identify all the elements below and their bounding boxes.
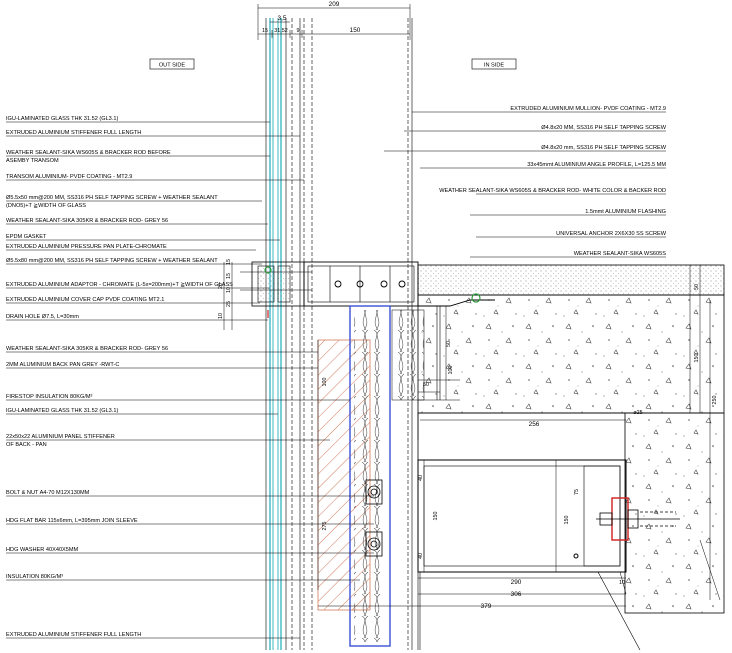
inside-label: IN SIDE: [484, 63, 504, 69]
aluminium-flashing: [418, 299, 495, 307]
dim-top-31-52: 31,52: [274, 28, 288, 34]
callout-left-3: ASEMBY TRANSOM: [6, 158, 59, 164]
dim-h-379: 379: [481, 603, 492, 610]
dim-v-40b: 40: [418, 553, 424, 559]
inside-label-box: [471, 58, 517, 70]
callout-left-8: EPDM GASKET: [6, 234, 47, 240]
callout-right-5: 1.5mmt ALUMINIUM FLASHING: [585, 209, 666, 215]
callout-left-6: (DNO5)+T ≧WIDTH OF GLASS: [6, 203, 86, 209]
callout-left-14: WEATHER SEALANT-SIKA 305KR & BRACKER ROD…: [6, 346, 168, 352]
insulation-blue-frame: [349, 305, 391, 647]
outside-label-box: [149, 58, 195, 70]
callout-left-13: DRAIN HOLE Ø7.5, L=30mm: [6, 314, 79, 320]
callout-left-0: IGU-LAMINATED GLASS THK 31.52 (GL3.1): [6, 116, 118, 122]
left-callouts: IGU-LAMINATED GLASS THK 31.52 (GL3.1) EX…: [6, 116, 233, 638]
dim-v-10b: 10: [218, 313, 224, 319]
left-callout-leaders: [6, 121, 374, 639]
dim-top-150: 150: [350, 27, 361, 34]
dim-r-75: 75: [574, 489, 580, 495]
callout-left-23: INSULATION 80KG/M³: [6, 574, 63, 580]
glass-unit: [265, 18, 287, 650]
dim-r-50: 50: [694, 284, 700, 290]
callout-left-12: EXTRUDED ALUMINIUM COVER CAP PVDF COATIN…: [6, 297, 164, 303]
callout-left-15: 2MM ALUMINIUM BACK PAN GREY -RWT-C: [6, 362, 119, 368]
dim-v-150: 150: [433, 512, 439, 521]
callout-right-0: EXTRUDED ALUMINIUM MULLION- PVDF COATING…: [510, 106, 666, 112]
steel-box-section: [417, 459, 627, 573]
dim-v-10: 10: [226, 287, 232, 293]
callout-left-2: WEATHER SEALANT-SIKA WS605S & BRACKER RO…: [6, 150, 171, 156]
callout-left-7: WEATHER SEALANT-SIKA 305KR & BRACKER ROD…: [6, 218, 168, 224]
callout-left-9: EXTRUDED ALUMINIUM PRESSURE PAN PLATE-CH…: [6, 244, 167, 250]
insulation-80kg: [354, 310, 386, 642]
dim-r-250: 250: [712, 396, 718, 405]
callout-left-24: EXTRUDED ALUMINIUM STIFFENER FULL LENGTH: [6, 632, 141, 638]
transom-profile: [303, 261, 419, 307]
callout-left-18: 22x50x22 ALUMINIUM PANEL STIFFENER: [6, 434, 115, 440]
callout-left-5: Ø5.5x50 mm@200 MM, SS316 PH SELF TAPPING…: [6, 195, 218, 201]
right-callout-leaders: [384, 111, 666, 258]
callout-left-21: HDG FLAT BAR 115x6mm, L=395mm JOIN SLEEV…: [6, 518, 138, 524]
anchor-bolt: [596, 509, 680, 529]
dim-anchor-o25: ø25: [633, 410, 642, 416]
dim-v-40a: 40: [418, 475, 424, 481]
callout-left-11: EXTRUDED ALUMINIUM ADAPTOR - CHROMATE (L…: [6, 282, 233, 288]
bolt-nut-assembly: [365, 479, 383, 557]
right-callouts: EXTRUDED ALUMINIUM MULLION- PVDF COATING…: [439, 106, 667, 257]
callout-left-1: EXTRUDED ALUMINIUM STIFFENER FULL LENGTH: [6, 130, 141, 136]
insulation-upper: [391, 309, 425, 401]
concrete-slab: [417, 294, 725, 414]
dim-v-100: 100: [322, 378, 328, 387]
dim-v-275: 275: [322, 522, 328, 531]
dim-h-256: 256: [529, 421, 540, 428]
callout-left-10: Ø5.5x80 mm@200 MM, SS316 PH SELF TAPPING…: [6, 258, 218, 264]
dimension-lines: [223, 4, 721, 607]
callout-right-7: WEATHER SEALANT-SIKA WS605S: [574, 251, 666, 257]
callout-right-3: 33x45mmt ALUMINIUM ANGLE PROFILE, L=125.…: [527, 162, 666, 168]
callout-left-4: TRANSOM ALUMINIUM- PVDF COATING - MT2.9: [6, 174, 132, 180]
callout-left-17: IGU-LAMINATED GLASS THK 31.52 (GL3.1): [6, 408, 118, 414]
dim-h-50b: 50: [423, 382, 429, 388]
outside-label: OUT SIDE: [159, 63, 186, 69]
callout-right-6: UNIVERSAL ANCHOR 2X6X30 SS SCREW: [556, 231, 667, 237]
dim-r-150: 150: [694, 354, 700, 363]
dim-h-50a: 50: [446, 341, 452, 347]
callout-right-1: Ø4.8x20 MM, SS316 PH SELF TAPPING SCREW: [541, 125, 666, 131]
callout-left-16: FIRESTOP INSULATION 80KG/M³: [6, 394, 93, 400]
callout-right-2: Ø4.8x20 mm, SS316 PH SELF TAPPING SCREW: [541, 145, 666, 151]
weather-sealant-bead: [471, 293, 481, 303]
callout-left-19: OF BACK - PAN: [6, 442, 47, 448]
dim-top-15: 15: [262, 28, 268, 34]
dim-v-20: 20: [218, 283, 224, 289]
sealant-left: [264, 266, 272, 274]
dim-top-9: 9: [297, 28, 300, 34]
callout-right-4: WEATHER SEALANT-SIKA WS605S & BRACKER RO…: [439, 188, 666, 194]
dim-r-150b: 150: [564, 516, 570, 525]
floor-screed: [417, 264, 725, 296]
pressure-plate: [251, 261, 305, 307]
dim-v-15a: 15: [226, 259, 232, 265]
dim-h-100: 100: [448, 366, 454, 375]
dim-top-209: 209: [329, 1, 340, 8]
dim-v-15b: 15: [226, 273, 232, 279]
dim-h-10: 10: [619, 580, 625, 586]
callout-left-20: BOLT & NUT A4-70 M12X130MM: [6, 490, 90, 496]
dim-top-3-5: 3,5: [278, 15, 287, 22]
dimension-texts: 209 3,5 15 31,52 9 150 15 15 10 25 20 10…: [218, 1, 718, 610]
slab-lower: [624, 412, 725, 614]
dim-h-306: 306: [511, 591, 522, 598]
callout-left-22: HDG WASHER 40X40X5MM: [6, 547, 79, 553]
dim-v-25: 25: [226, 301, 232, 307]
dim-h-290: 290: [511, 579, 522, 586]
